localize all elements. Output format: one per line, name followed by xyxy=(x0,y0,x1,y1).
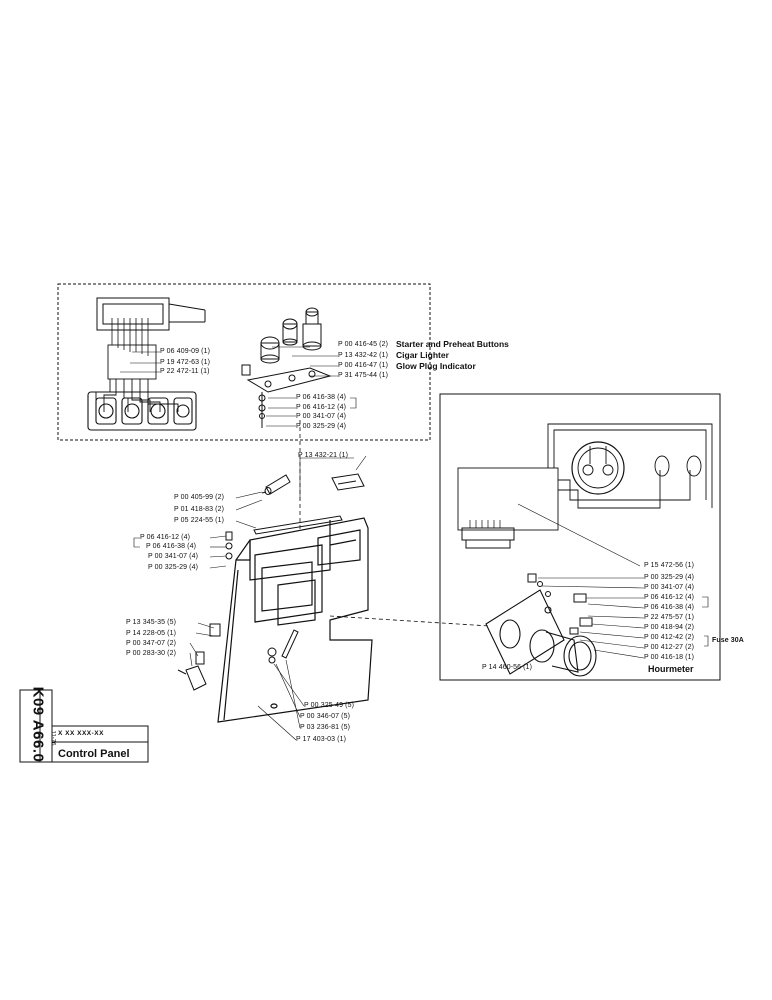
top-inset-leaders xyxy=(120,346,357,427)
title-block-frame xyxy=(19,689,149,763)
main-hardware xyxy=(177,531,299,691)
part-label: P 06 416-38 (4) xyxy=(146,543,197,550)
part-label: P 00 412-42 (2) xyxy=(644,634,695,641)
document-date: 11-76 xyxy=(49,730,56,746)
part-label: P 14 460-56 (1) xyxy=(482,664,533,671)
fuse-label: Fuse 30A xyxy=(712,637,744,644)
part-description: Starter and Preheat Buttons xyxy=(396,339,509,349)
part-label: P 00 325-49 (5) xyxy=(304,702,355,709)
main-leaders xyxy=(133,455,367,741)
ashtray xyxy=(331,473,365,491)
part-label: P 06 416-38 (4) xyxy=(296,394,347,401)
part-label: P 00 325-29 (4) xyxy=(148,564,199,571)
part-label: P 13 432-21 (1) xyxy=(298,452,349,459)
hourmeter-wiring xyxy=(457,423,713,531)
part-label: P 06 416-12 (4) xyxy=(296,404,347,411)
part-label: P 19 472-63 (1) xyxy=(160,359,211,366)
part-label: P 01 418-83 (2) xyxy=(174,506,225,513)
hourmeter-leaders xyxy=(517,503,709,659)
control-panel-housing xyxy=(217,517,373,723)
part-label: P 22 472-11 (1) xyxy=(160,368,210,375)
part-description: Cigar Lighter xyxy=(396,350,449,360)
part-label: P 31 475-44 (1) xyxy=(338,372,389,379)
part-description: Glow Plug Indicator xyxy=(396,361,476,371)
part-label: P 03 236-81 (5) xyxy=(300,724,351,731)
part-label: P 00 412-27 (2) xyxy=(644,644,695,651)
part-label: P 00 341-07 (4) xyxy=(644,584,695,591)
part-label: P 00 341-07 (4) xyxy=(296,413,347,420)
part-label: P 14 228-05 (1) xyxy=(126,630,177,637)
part-label: P 00 346-07 (5) xyxy=(300,713,351,720)
part-label: P 22 475-57 (1) xyxy=(644,614,695,621)
part-label: P 06 416-12 (4) xyxy=(140,534,191,541)
part-label: P 15 472-56 (1) xyxy=(644,562,695,569)
part-label: P 00 416-47 (1) xyxy=(338,362,389,369)
hourmeter-title: Hourmeter xyxy=(648,664,694,674)
document-code: K09 A66.0 xyxy=(29,686,47,763)
part-label: P 06 416-12 (4) xyxy=(644,594,695,601)
starter-buttons xyxy=(260,307,322,364)
connector-plug xyxy=(96,297,206,356)
part-label: P 00 325-29 (4) xyxy=(644,574,695,581)
part-label: P 13 432-42 (1) xyxy=(338,352,389,359)
part-label: P 00 347-07 (2) xyxy=(126,640,177,647)
part-label: P 00 341-07 (4) xyxy=(148,553,199,560)
part-label: P 06 416-38 (4) xyxy=(644,604,695,611)
document-number-placeholder: X XX XXX-XX xyxy=(58,730,104,737)
hourmeter-inset-frame xyxy=(439,393,721,681)
part-label: P 00 325-29 (4) xyxy=(296,423,347,430)
document-title: Control Panel xyxy=(58,748,130,760)
part-label: P 05 224-55 (1) xyxy=(174,517,225,524)
part-label: P 00 418-94 (2) xyxy=(644,624,695,631)
part-label: P 00 405-99 (2) xyxy=(174,494,225,501)
hourmeter-connector xyxy=(461,520,515,549)
part-label: P 17 403-03 (1) xyxy=(296,736,347,743)
hourmeter-hardware xyxy=(527,573,593,635)
top-inset-frame xyxy=(57,283,431,441)
hourmeter-unit xyxy=(485,589,597,677)
part-label: P 06 409-09 (1) xyxy=(160,348,211,355)
part-label: P 00 416-18 (1) xyxy=(644,654,695,661)
part-label: P 00 283-30 (2) xyxy=(126,650,177,657)
part-label: P 13 345-35 (5) xyxy=(126,619,177,626)
lamp-socket xyxy=(261,474,291,495)
switch-plate xyxy=(87,391,197,431)
part-label: P 00 416-45 (2) xyxy=(338,341,389,348)
dashboard-trim-strip xyxy=(253,515,343,535)
